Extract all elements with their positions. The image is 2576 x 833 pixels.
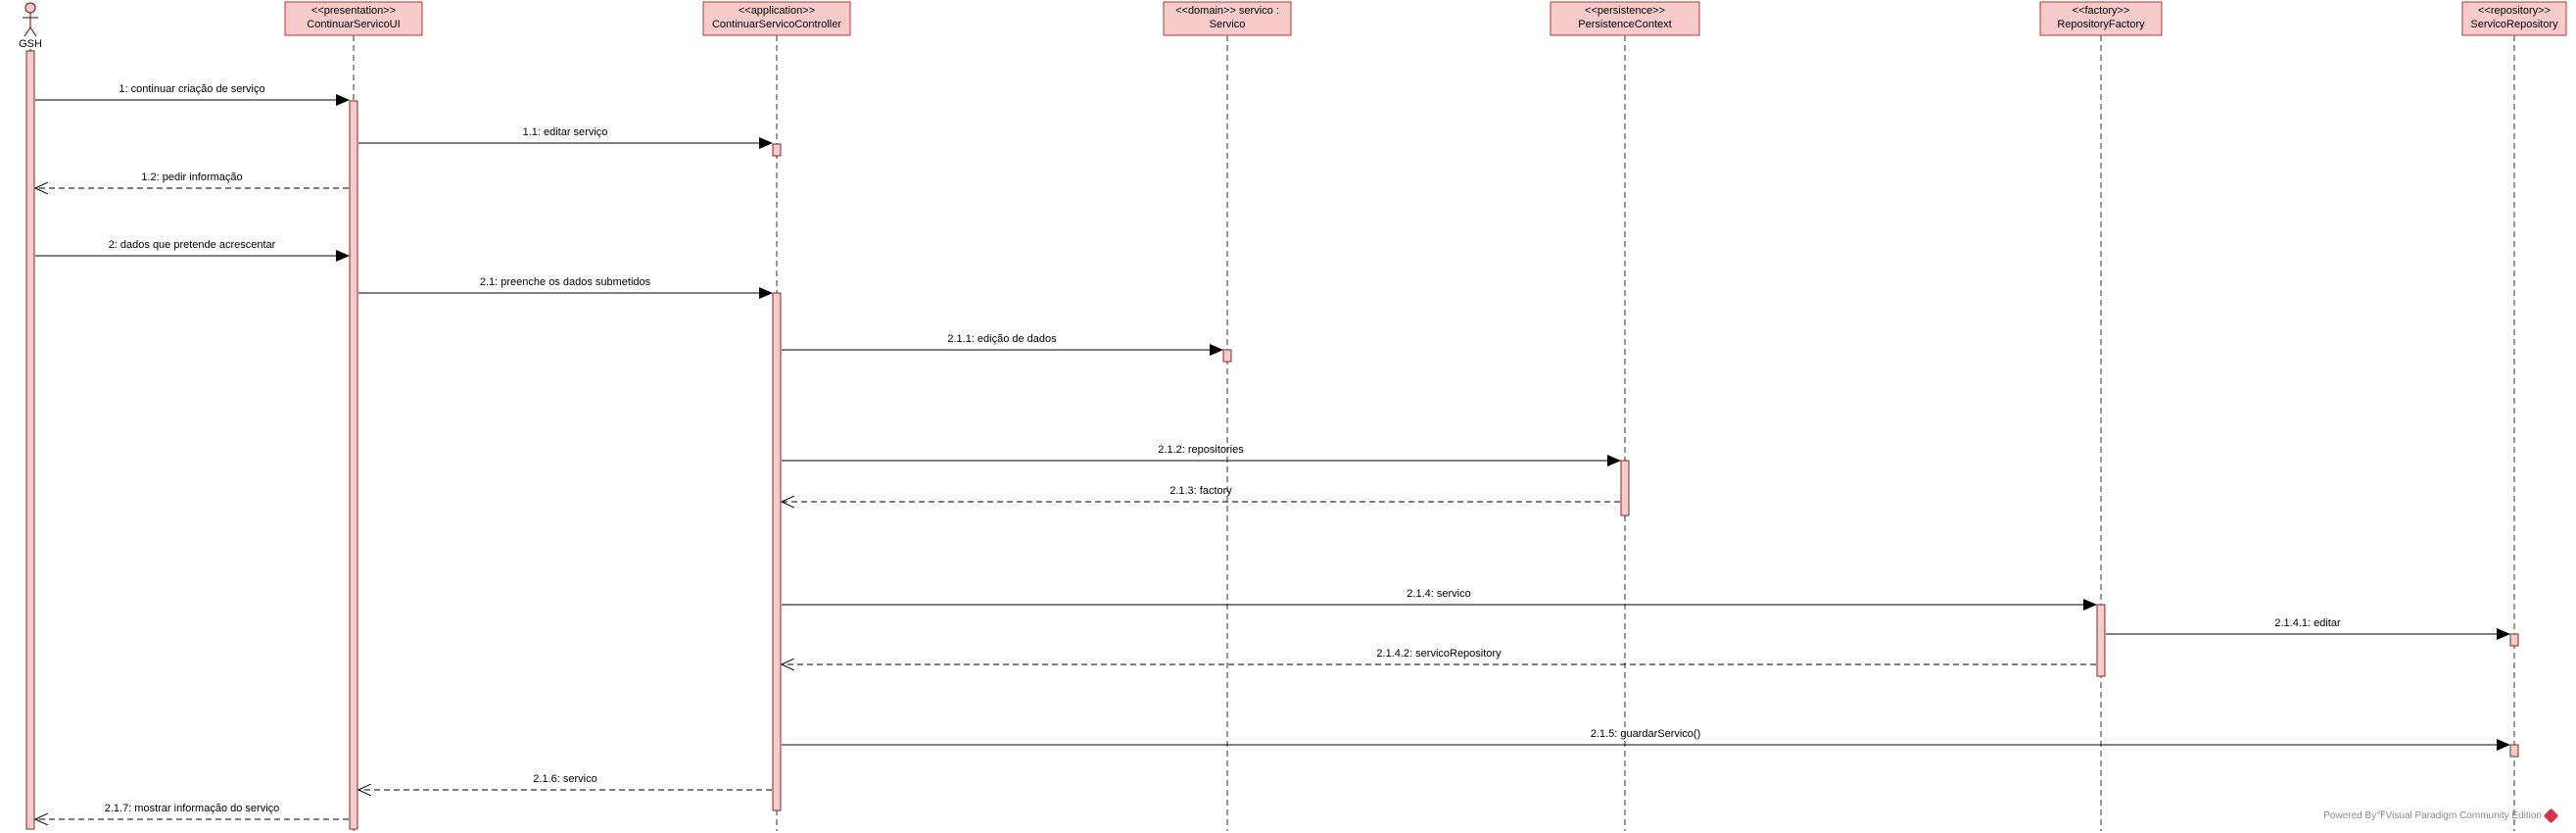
message-label: 2.1.5: guardarServico() [1591, 728, 1701, 740]
participant-pc: <<persistence>> PersistenceContext [1550, 1, 1700, 36]
message-4: 2: dados que pretende acrescentar [35, 239, 350, 262]
activation-bar-actor [25, 50, 35, 830]
message-label: 2.1.7: mostrar informação do serviço [105, 803, 280, 814]
footer: Powered By℉Visual Paradigm Community Edi… [2323, 808, 2559, 824]
footer-text: Powered By℉Visual Paradigm Community Edi… [2323, 810, 2542, 821]
activation-bar-servico [1222, 349, 1232, 363]
participant-stereotype: <<factory>> [2073, 5, 2130, 17]
activation-bar-pc [1620, 460, 1630, 516]
message-12: 2.1.5: guardarServico() [782, 728, 2510, 751]
message-3: 1.2: pedir informação [35, 172, 349, 188]
activation-bar-ctrl [772, 143, 782, 157]
participant-box [1163, 1, 1292, 36]
message-14: 2.1.7: mostrar informação do serviço [35, 803, 349, 819]
message-7: 2.1.2: repositories [782, 444, 1621, 466]
participant-name: ServicoRepository [2470, 19, 2558, 30]
actor-gsh: GSH [19, 2, 42, 50]
participant-stereotype: <<repository>> [2478, 5, 2551, 17]
participant-stereotype: <<application>> [739, 5, 815, 17]
participant-stereotype: <<presentation>> [311, 5, 396, 17]
activation-bar-sr [2509, 744, 2519, 758]
message-1: 1: continuar criação de serviço [35, 83, 350, 106]
participant-name: ContinuarServicoController [712, 19, 841, 30]
message-label: 2.1.4.2: servicoRepository [1376, 648, 1502, 660]
message-label: 1.1: editar serviço [523, 126, 608, 138]
activation-bar-ctrl [772, 292, 782, 811]
actor-label: GSH [19, 38, 42, 50]
participant-sr: <<repository>> ServicoRepository [2461, 1, 2567, 36]
participant-box [2461, 1, 2567, 36]
message-13: 2.1.6: servico [358, 773, 772, 790]
message-label: 2.1.2: repositories [1158, 444, 1244, 456]
message-label: 2.1.3: factory [1169, 485, 1232, 497]
message-2: 1.1: editar serviço [358, 126, 773, 149]
message-label: 2.1.4: servico [1407, 588, 1470, 600]
message-8: 2.1.3: factory [782, 485, 1620, 502]
message-9: 2.1.4: servico [782, 588, 2097, 611]
message-6: 2.1.1: edição de dados [782, 333, 1223, 356]
message-label: 2.1.4.1: editar [2274, 617, 2341, 629]
message-label: 1: continuar criação de serviço [119, 83, 264, 95]
message-10: 2.1.4.1: editar [2106, 617, 2510, 640]
message-label: 2.1.1: edição de dados [947, 333, 1057, 345]
message-label: 1.2: pedir informação [141, 172, 242, 183]
activation-bar-rf [2096, 604, 2106, 677]
activation-bar-sr [2509, 633, 2519, 647]
participant-rf: <<factory>> RepositoryFactory [2039, 1, 2163, 36]
message-label: 2: dados que pretende acrescentar [109, 239, 276, 251]
message-label: 2.1.6: servico [533, 773, 596, 785]
visual-paradigm-logo-icon [2543, 808, 2559, 824]
participant-servico: <<domain>> servico : Servico [1163, 1, 1292, 36]
participant-box [1550, 1, 1700, 36]
participant-box [284, 1, 423, 36]
participant-name: ContinuarServicoUI [307, 19, 400, 30]
participant-stereotype: <<domain>> servico : [1175, 5, 1279, 17]
message-label: 2.1: preenche os dados submetidos [480, 276, 651, 288]
message-11: 2.1.4.2: servicoRepository [782, 648, 2096, 664]
participant-name: PersistenceContext [1578, 19, 1671, 30]
participant-name: Servico [1210, 19, 1246, 30]
stick-figure-actor-icon [23, 2, 38, 37]
activation-bar-ui [349, 100, 358, 830]
participant-name: RepositoryFactory [2057, 19, 2145, 30]
participant-ui: <<presentation>> ContinuarServicoUI [284, 1, 423, 36]
participant-box [2039, 1, 2163, 36]
participant-box [702, 1, 851, 36]
message-5: 2.1: preenche os dados submetidos [358, 276, 773, 299]
participant-stereotype: <<persistence>> [1585, 5, 1665, 17]
participant-ctrl: <<application>> ContinuarServicoControlle… [702, 1, 851, 36]
